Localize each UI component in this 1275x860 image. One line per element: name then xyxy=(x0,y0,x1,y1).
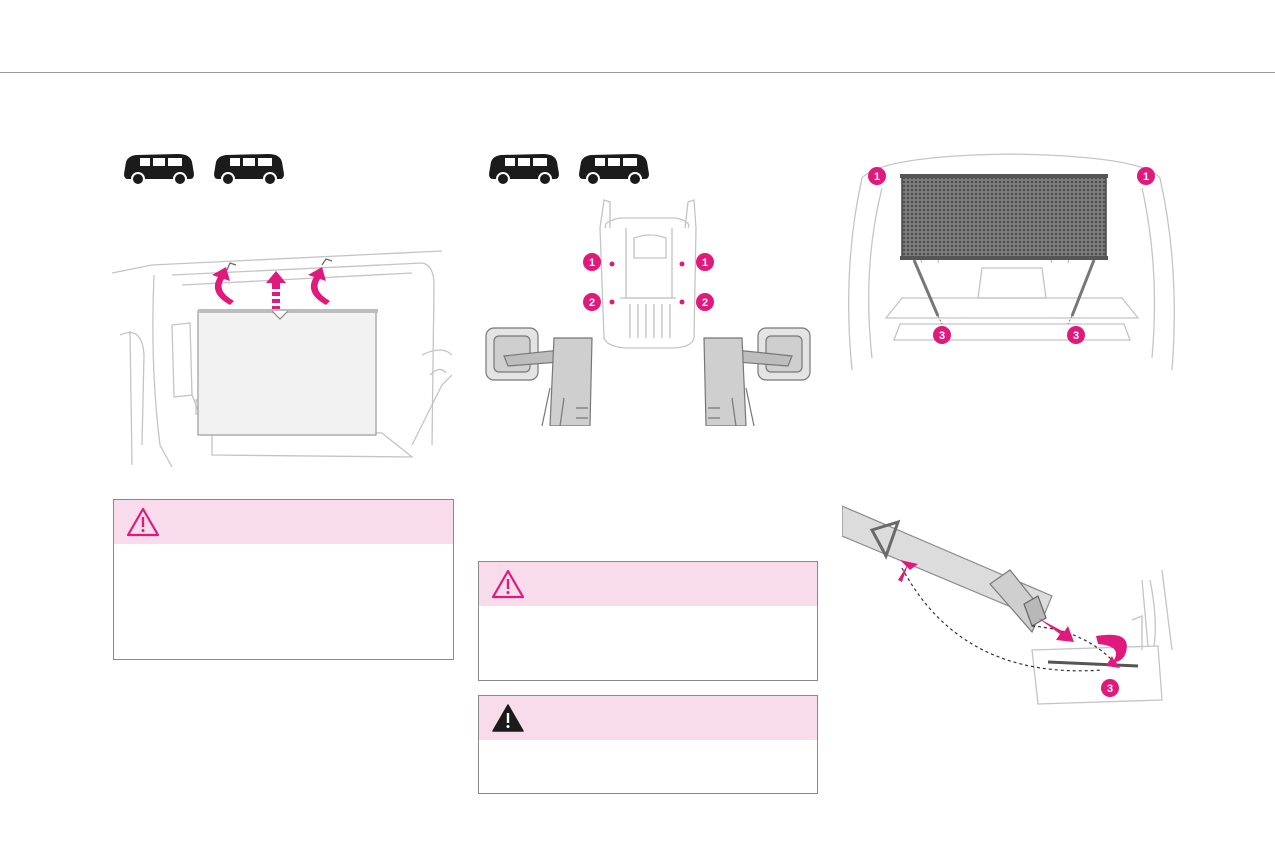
callout-marker: 3 xyxy=(1067,326,1085,344)
callout-label: 1 xyxy=(874,171,880,183)
callout-label: 1 xyxy=(1143,171,1149,183)
arrow-up-icon xyxy=(212,267,330,309)
callout-label: 3 xyxy=(1107,683,1113,695)
warning-box xyxy=(113,499,454,660)
callout-label: 2 xyxy=(589,297,595,309)
strap-hook-illustration: 3 xyxy=(842,500,1180,710)
warning-outline-icon xyxy=(126,507,160,542)
callout-marker: 3 xyxy=(1101,679,1119,697)
callout-marker: 1 xyxy=(583,253,615,271)
callout-marker: 1 xyxy=(679,253,714,271)
callout-marker: 1 xyxy=(1137,167,1155,185)
callout-marker: 2 xyxy=(583,293,615,311)
sunblind-illustration xyxy=(112,245,452,470)
header-rule xyxy=(0,72,1275,73)
cargo-net-illustration: 1 1 3 3 xyxy=(842,148,1180,374)
warning-text xyxy=(114,544,453,560)
vehicle-variant-icons xyxy=(487,152,652,186)
warning-outline-icon xyxy=(491,569,525,604)
van-silhouette-icon xyxy=(489,154,559,186)
callout-label: 1 xyxy=(589,257,595,269)
cargo-net xyxy=(901,175,1107,259)
sunblind-panel xyxy=(197,310,377,436)
warning-filled-icon xyxy=(491,703,525,738)
van-silhouette-icon xyxy=(579,154,649,186)
van-silhouette-icon xyxy=(214,154,284,186)
callout-marker: 1 xyxy=(868,167,886,185)
callout-label: 3 xyxy=(1073,330,1079,342)
warning-text xyxy=(479,606,817,622)
warning-box xyxy=(478,561,818,681)
arrow-icon xyxy=(898,560,1127,668)
callout-marker: 2 xyxy=(679,293,714,311)
vehicle-variant-icons xyxy=(122,152,287,186)
warning-header xyxy=(114,500,453,544)
seat-anchor-illustration: 1 1 2 2 xyxy=(480,198,825,426)
warning-header xyxy=(479,696,817,740)
warning-text xyxy=(479,740,817,756)
warning-header xyxy=(479,562,817,606)
warning-box xyxy=(478,695,818,794)
van-silhouette-icon xyxy=(124,154,194,186)
callout-label: 3 xyxy=(939,330,945,342)
callout-label: 2 xyxy=(702,297,708,309)
callout-marker: 3 xyxy=(933,326,951,344)
callout-label: 1 xyxy=(702,257,708,269)
